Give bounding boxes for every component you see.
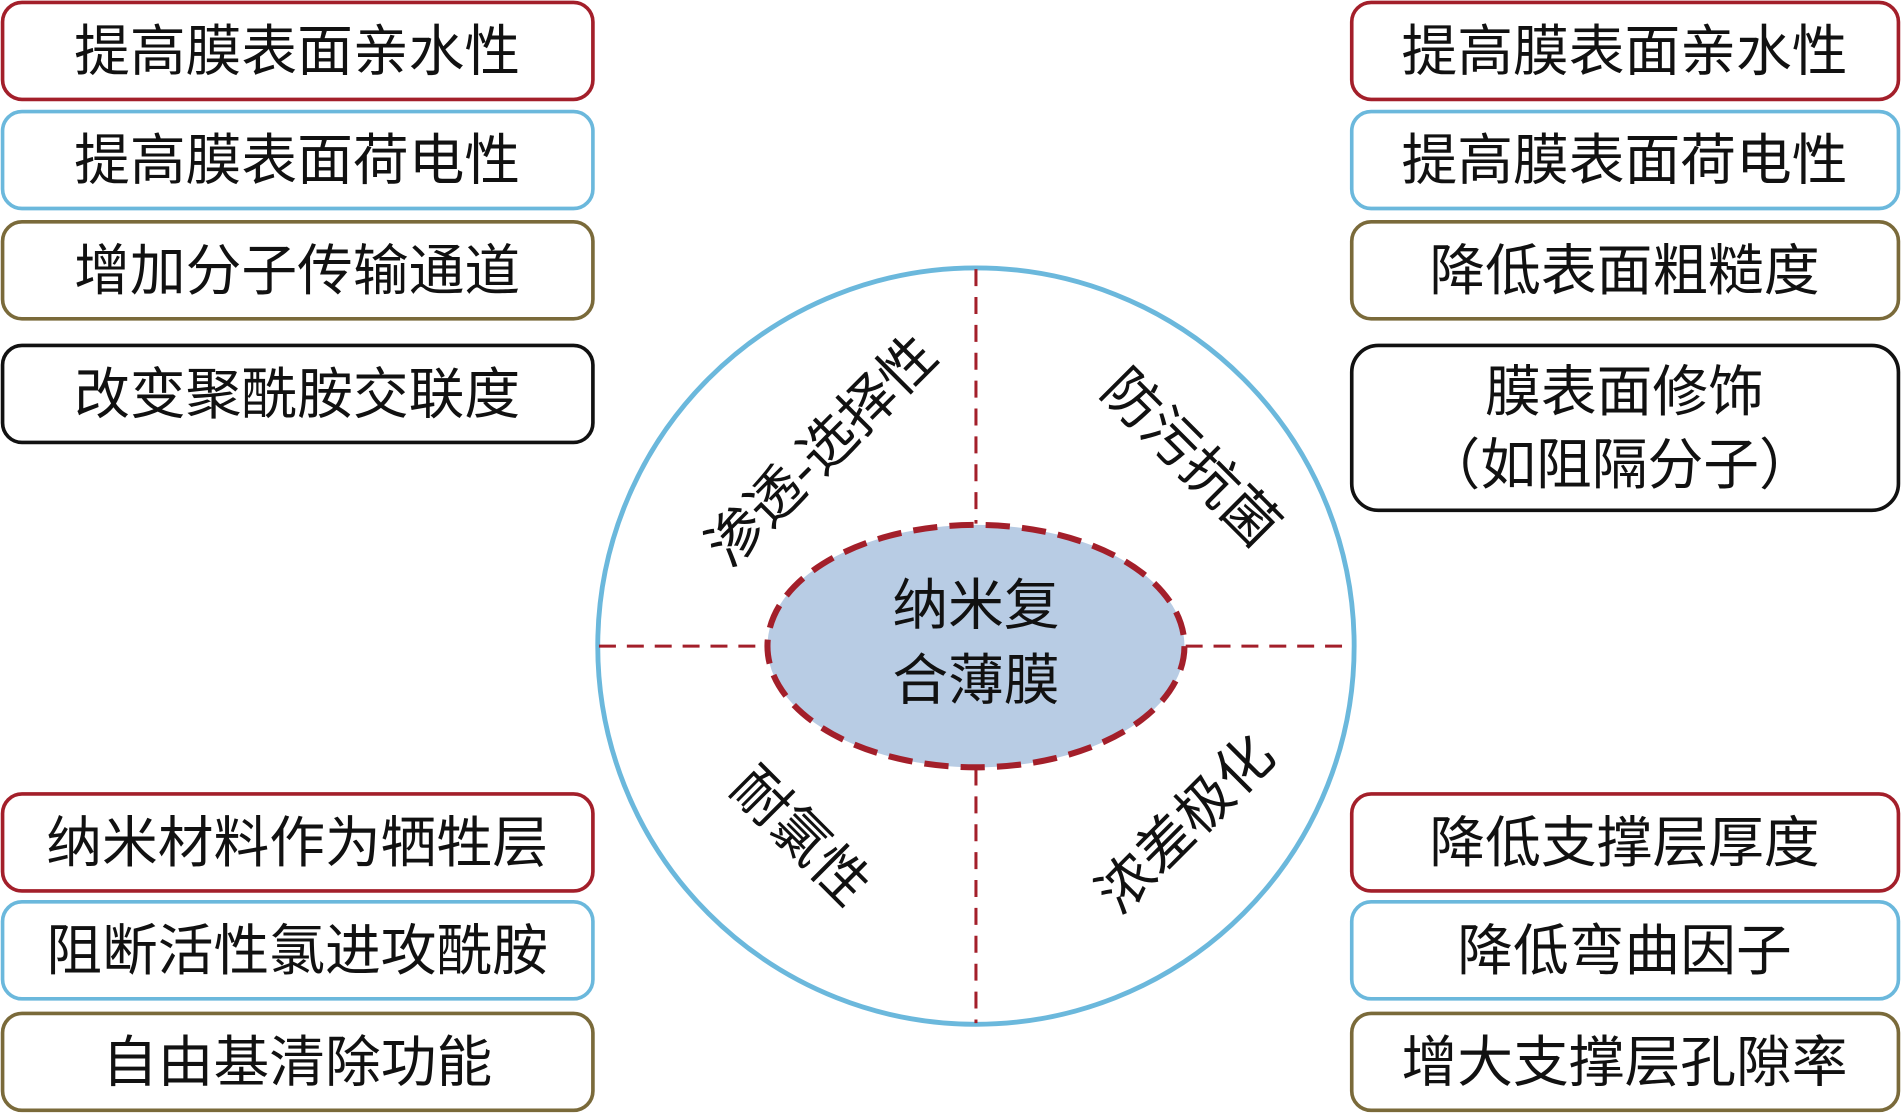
left-box-6: 阻断活性氯进攻酰胺 xyxy=(0,900,595,1001)
svg-text:纳米材料作为牺牲层: 纳米材料作为牺牲层 xyxy=(46,811,548,876)
svg-text:降低表面粗糙度: 降低表面粗糙度 xyxy=(1429,239,1819,304)
svg-text:增加分子传输通道: 增加分子传输通道 xyxy=(74,239,520,304)
left-box-5: 纳米材料作为牺牲层 xyxy=(0,792,595,893)
left-box-2: 提高膜表面荷电性 xyxy=(0,109,595,211)
svg-text:降低弯曲因子: 降低弯曲因子 xyxy=(1457,919,1792,984)
svg-text:增大支撑层孔隙率: 增大支撑层孔隙率 xyxy=(1401,1031,1847,1096)
left-box-7: 自由基清除功能 xyxy=(0,1011,595,1113)
center-label-2: 合薄膜 xyxy=(892,649,1059,714)
right-box-4: 膜表面修饰 （如阻隔分子） xyxy=(1349,343,1901,513)
right-box-3: 降低表面粗糙度 xyxy=(1349,220,1901,321)
center-label-1: 纳米复 xyxy=(892,574,1059,639)
svg-text:降低支撑层厚度: 降低支撑层厚度 xyxy=(1429,811,1819,876)
svg-text:提高膜表面亲水性: 提高膜表面亲水性 xyxy=(74,20,520,85)
right-box-7: 增大支撑层孔隙率 xyxy=(1349,1011,1901,1113)
svg-text:膜表面修饰: 膜表面修饰 xyxy=(1485,360,1764,425)
svg-text:提高膜表面荷电性: 提高膜表面荷电性 xyxy=(1401,129,1847,194)
svg-text:（如阻隔分子）: （如阻隔分子） xyxy=(1425,433,1815,498)
right-box-1: 提高膜表面亲水性 xyxy=(1349,0,1901,102)
left-box-4: 改变聚酰胺交联度 xyxy=(0,343,595,445)
svg-text:自由基清除功能: 自由基清除功能 xyxy=(102,1031,492,1096)
left-box-1: 提高膜表面亲水性 xyxy=(0,0,595,102)
svg-text:提高膜表面荷电性: 提高膜表面荷电性 xyxy=(74,129,520,194)
right-box-6: 降低弯曲因子 xyxy=(1349,900,1901,1001)
svg-text:阻断活性氯进攻酰胺: 阻断活性氯进攻酰胺 xyxy=(46,919,548,984)
right-box-5: 降低支撑层厚度 xyxy=(1349,792,1901,893)
left-box-3: 增加分子传输通道 xyxy=(0,220,595,321)
right-box-2: 提高膜表面荷电性 xyxy=(1349,109,1901,211)
center-ellipse xyxy=(764,521,1188,771)
svg-text:改变聚酰胺交联度: 改变聚酰胺交联度 xyxy=(74,363,520,428)
svg-text:提高膜表面亲水性: 提高膜表面亲水性 xyxy=(1401,20,1847,85)
